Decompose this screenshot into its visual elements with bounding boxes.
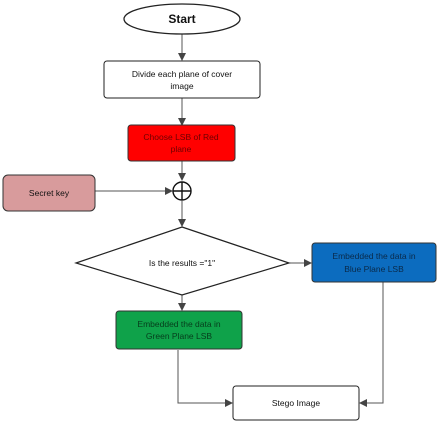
divide-label-line2: image bbox=[170, 81, 193, 91]
decision-label: Is the results ="1" bbox=[149, 258, 215, 268]
start-node: Start bbox=[123, 3, 241, 35]
blue-embed-label-line2: Blue Plane LSB bbox=[344, 264, 404, 274]
green-embed-label-line1: Embedded the data in bbox=[137, 319, 220, 329]
xor-icon bbox=[172, 181, 192, 201]
divide-label-line1: Divide each plane of cover bbox=[132, 69, 232, 79]
connectors bbox=[95, 34, 384, 407]
stego-image-node: Stego Image bbox=[232, 385, 360, 421]
choose-red-label-line2: plane bbox=[171, 144, 192, 154]
green-embed-label-line2: Green Plane LSB bbox=[146, 331, 212, 341]
arrow-green-to-stego bbox=[177, 350, 233, 407]
green-embed-node: Embedded the data in Green Plane LSB bbox=[115, 310, 243, 350]
blue-embed-label-line1: Embedded the data in bbox=[332, 251, 415, 261]
decision-node: Is the results ="1" bbox=[74, 226, 291, 296]
stego-image-label: Stego Image bbox=[272, 398, 320, 408]
start-label: Start bbox=[168, 12, 195, 26]
secret-key-label: Secret key bbox=[29, 188, 70, 198]
choose-red-label-line1: Choose LSB of Red bbox=[143, 132, 218, 142]
blue-embed-node: Embedded the data in Blue Plane LSB bbox=[311, 242, 437, 283]
choose-red-node: Choose LSB of Red plane bbox=[127, 124, 236, 162]
arrow-blue-to-stego bbox=[359, 282, 384, 407]
divide-node: Divide each plane of cover image bbox=[103, 60, 261, 99]
secret-key-node: Secret key bbox=[2, 174, 96, 212]
